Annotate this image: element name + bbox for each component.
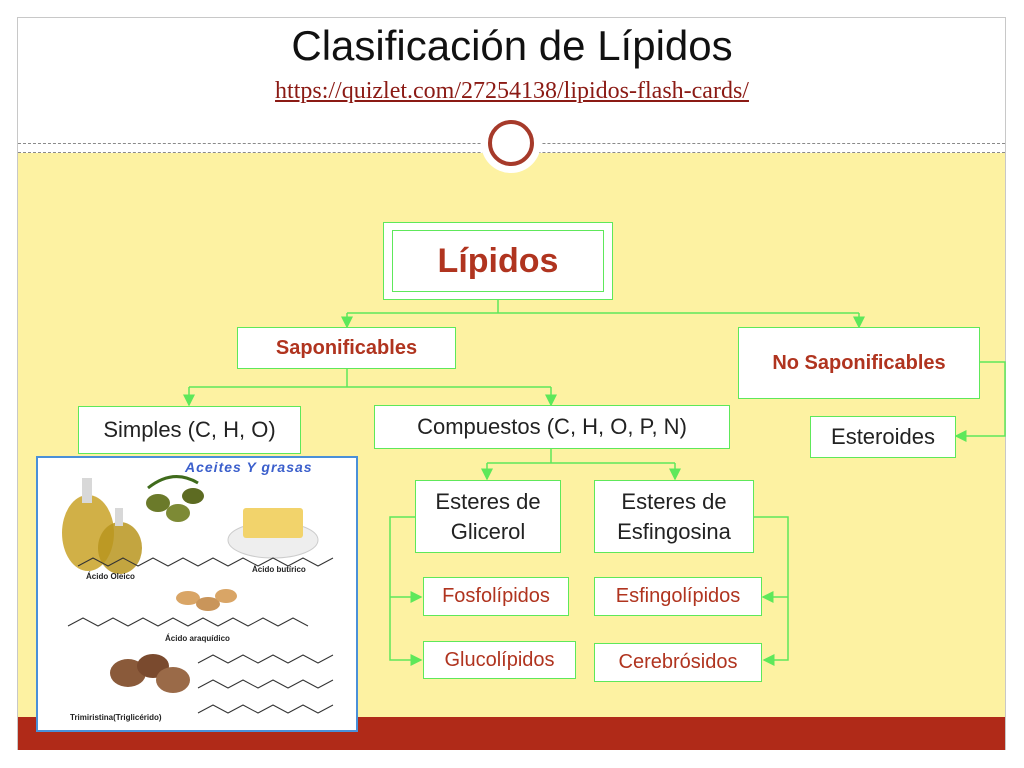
caption-oleico: Ácido Oleico — [86, 572, 135, 581]
node-saponificables: Saponificables — [237, 327, 456, 369]
slide-title: Clasificación de Lípidos — [291, 22, 733, 69]
node-no-saponificables: No Saponificables — [738, 327, 980, 399]
node-esteres-glicerol: Esteres de Glicerol — [415, 480, 561, 553]
node-fosfolipidos: Fosfolípidos — [423, 577, 569, 616]
node-esfingolipidos: Esfingolípidos — [594, 577, 762, 616]
node-simples: Simples (C, H, O) — [78, 406, 301, 454]
node-compuestos: Compuestos (C, H, O, P, N) — [374, 405, 730, 449]
node-esteres-esfingosina: Esteres de Esfingosina — [594, 480, 754, 553]
node-glucolipidos: Glucolípidos — [423, 641, 576, 679]
node-cerebrosidos: Cerebrósidos — [594, 643, 762, 682]
oils-illustration — [62, 475, 334, 714]
photo-title: Aceites Y grasas — [185, 459, 313, 475]
root-node-lipidos: Lípidos — [392, 230, 604, 292]
node-esteroides: Esteroides — [810, 416, 956, 458]
ring-ornament-icon — [481, 113, 541, 173]
oils-and-fats-image — [36, 456, 358, 732]
caption-araquidico: Ácido araquídico — [165, 634, 230, 643]
caption-trimiristina: Trimiristina(Triglicérido) — [70, 713, 162, 722]
caption-butirico: Ácido butírico — [252, 565, 306, 574]
source-link[interactable]: https://quizlet.com/27254138/lipidos-fla… — [275, 78, 749, 104]
